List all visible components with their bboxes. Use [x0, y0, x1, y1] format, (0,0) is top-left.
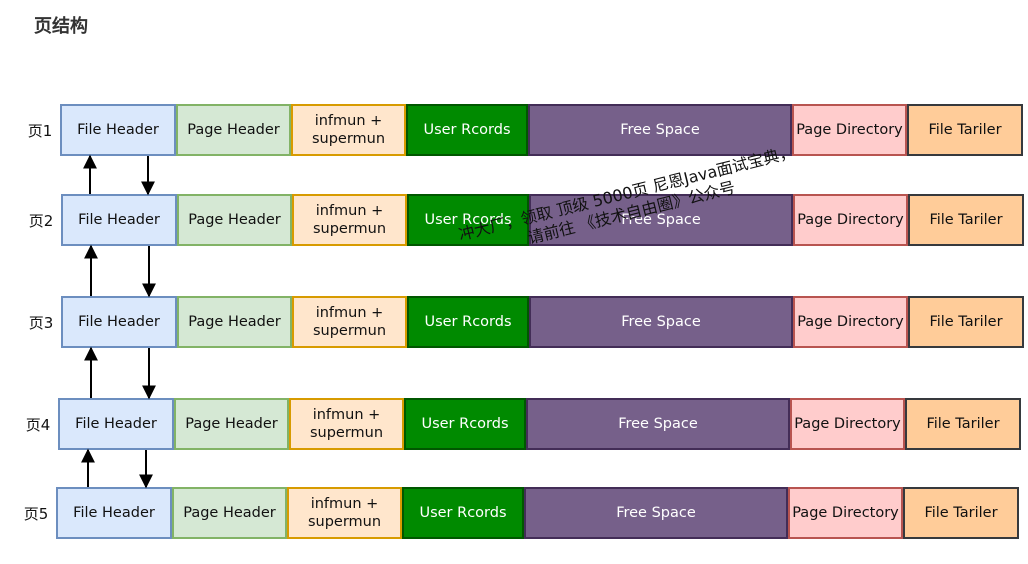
page1-page-header: Page Header [176, 104, 291, 156]
page-label-1: 页1 [27, 122, 53, 140]
page4-user-records: User Rcords [404, 398, 526, 450]
page1-free-space: Free Space [528, 104, 792, 156]
page4-file-trailer: File Tariler [905, 398, 1021, 450]
page1-file-header: File Header [60, 104, 176, 156]
page4-page-directory: Page Directory [790, 398, 905, 450]
page4-page-header: Page Header [174, 398, 289, 450]
page2-page-header: Page Header [177, 194, 292, 246]
page-label-5: 页5 [23, 505, 49, 523]
page-label-3: 页3 [28, 314, 54, 332]
page3-page-directory: Page Directory [793, 296, 908, 348]
page-label-2: 页2 [28, 212, 54, 230]
page5-page-header: Page Header [172, 487, 287, 539]
page2-page-directory: Page Directory [793, 194, 908, 246]
page1-page-directory: Page Directory [792, 104, 907, 156]
page4-infimum-supremum: infmun + supermun [289, 398, 404, 450]
page3-page-header: Page Header [177, 296, 292, 348]
page-title: 页结构 [34, 16, 88, 37]
page1-user-records: User Rcords [406, 104, 528, 156]
page2-infimum-supremum: infmun + supermun [292, 194, 407, 246]
page2-user-records: User Rcords [407, 194, 529, 246]
page4-free-space: Free Space [526, 398, 790, 450]
page3-free-space: Free Space [529, 296, 793, 348]
page5-infimum-supremum: infmun + supermun [287, 487, 402, 539]
page3-file-header: File Header [61, 296, 177, 348]
page5-free-space: Free Space [524, 487, 788, 539]
page1-infimum-supremum: infmun + supermun [291, 104, 406, 156]
page5-file-header: File Header [56, 487, 172, 539]
page5-user-records: User Rcords [402, 487, 524, 539]
page5-file-trailer: File Tariler [903, 487, 1019, 539]
page2-file-trailer: File Tariler [908, 194, 1024, 246]
page4-file-header: File Header [58, 398, 174, 450]
page5-page-directory: Page Directory [788, 487, 903, 539]
page-label-4: 页4 [25, 416, 51, 434]
page1-file-trailer: File Tariler [907, 104, 1023, 156]
page2-file-header: File Header [61, 194, 177, 246]
page3-user-records: User Rcords [407, 296, 529, 348]
page2-free-space: Free Space [529, 194, 793, 246]
page3-file-trailer: File Tariler [908, 296, 1024, 348]
page3-infimum-supremum: infmun + supermun [292, 296, 407, 348]
